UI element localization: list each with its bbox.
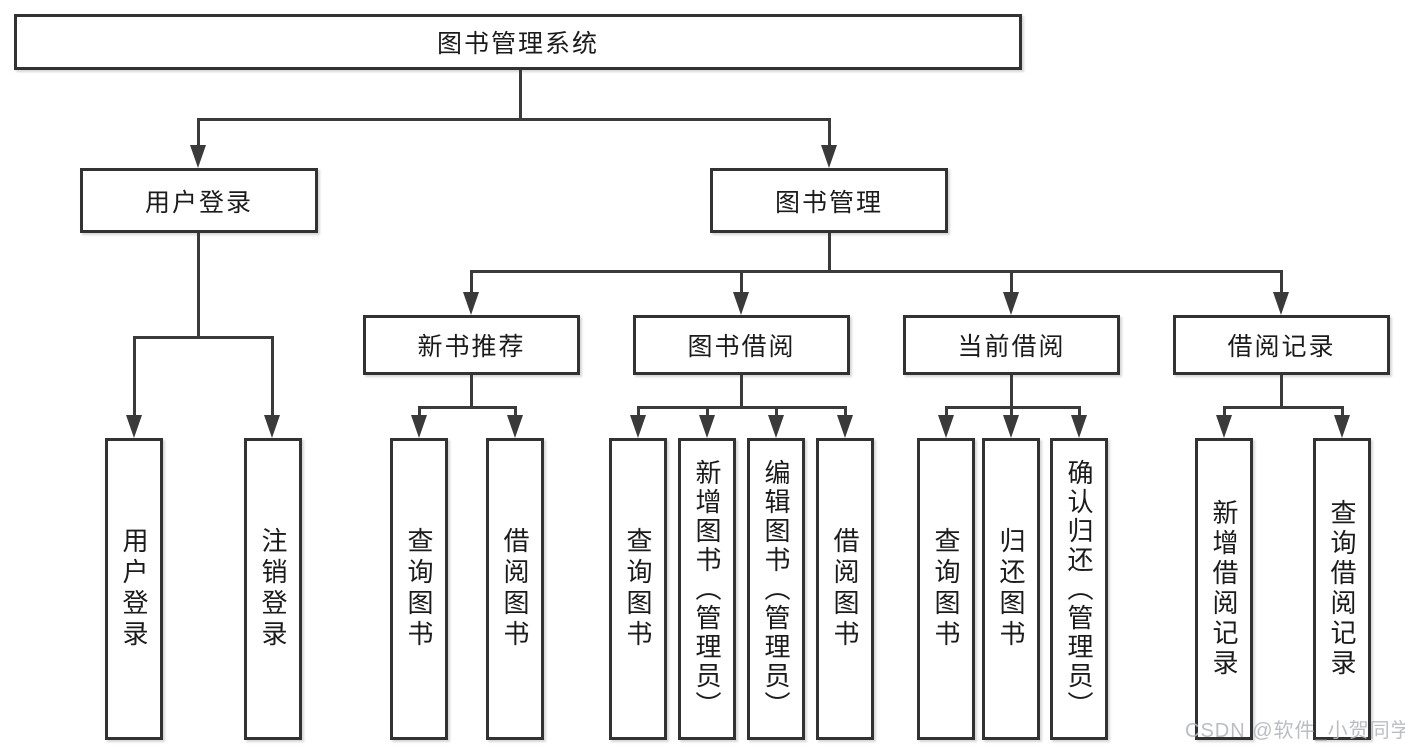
arrow-down-icon xyxy=(1003,415,1019,438)
node-root: 图书管理系统 xyxy=(14,14,1022,70)
connector-line xyxy=(1223,406,1226,416)
connector-line xyxy=(1010,270,1013,293)
arrow-down-icon xyxy=(1334,415,1350,438)
arrow-down-icon xyxy=(768,415,784,438)
connector-line xyxy=(470,375,473,406)
arrow-down-icon xyxy=(190,145,206,168)
node-new-book-recommend: 新书推荐 xyxy=(363,315,580,375)
arrow-down-icon xyxy=(507,415,523,438)
node-book-borrow: 图书借阅 xyxy=(633,315,850,375)
arrow-down-icon xyxy=(1003,292,1019,315)
connector-line xyxy=(1010,406,1013,416)
connector-line xyxy=(637,406,847,409)
connector-line xyxy=(133,336,136,416)
node-new-book-recommend-label: 新书推荐 xyxy=(417,333,526,361)
leaf-borrow-book-recommend: 借阅图书 xyxy=(486,438,544,740)
connector-line xyxy=(470,270,1282,273)
connector-line xyxy=(1010,375,1013,406)
connector-line xyxy=(945,406,1081,409)
leaf-logout: 注销登录 xyxy=(244,438,302,740)
arrow-down-icon xyxy=(126,415,142,438)
node-user-login-branch: 用户登录 xyxy=(80,168,318,233)
connector-line xyxy=(740,375,743,406)
connector-line xyxy=(828,118,831,146)
connector-line xyxy=(740,270,743,293)
connector-line xyxy=(1223,406,1344,409)
connector-line xyxy=(637,406,640,416)
node-book-borrow-label: 图书借阅 xyxy=(687,333,796,361)
arrow-down-icon xyxy=(1071,415,1087,438)
arrow-down-icon xyxy=(264,415,280,438)
leaf-add-borrow-record: 新增借阅记录 xyxy=(1195,438,1253,740)
connector-line xyxy=(844,406,847,416)
node-book-management-branch: 图书管理 xyxy=(710,168,948,233)
leaf-borrow-book: 借阅图书 xyxy=(816,438,874,740)
leaf-query-book-current: 查询图书 xyxy=(917,438,975,740)
connector-line xyxy=(470,270,473,293)
leaf-user-login: 用户登录 xyxy=(105,438,163,740)
arrow-down-icon xyxy=(463,292,479,315)
connector-line xyxy=(418,406,517,409)
arrow-down-icon xyxy=(837,415,853,438)
connector-line xyxy=(1280,270,1283,293)
arrow-down-icon xyxy=(1216,415,1232,438)
node-borrow-records: 借阅记录 xyxy=(1173,315,1390,375)
connector-line xyxy=(133,336,274,339)
node-current-borrow-label: 当前借阅 xyxy=(957,333,1066,361)
connector-line xyxy=(514,406,517,416)
arrow-down-icon xyxy=(733,292,749,315)
leaf-confirm-return-admin: 确认归还（管理员） xyxy=(1050,438,1108,740)
connector-line xyxy=(1078,406,1081,416)
watermark: CSDN @软件_小贺同学 xyxy=(1185,720,1405,742)
arrow-down-icon xyxy=(1273,292,1289,315)
connector-line xyxy=(197,233,200,336)
connector-line xyxy=(197,118,200,146)
connector-line xyxy=(271,336,274,416)
leaf-add-book-admin: 新增图书（管理员） xyxy=(678,438,736,740)
connector-line xyxy=(197,118,831,121)
arrow-down-icon xyxy=(938,415,954,438)
node-borrow-records-label: 借阅记录 xyxy=(1227,333,1336,361)
leaf-query-borrow-record: 查询借阅记录 xyxy=(1313,438,1371,740)
node-user-login-branch-label: 用户登录 xyxy=(144,188,253,217)
arrow-down-icon xyxy=(630,415,646,438)
connector-line xyxy=(945,406,948,416)
arrow-down-icon xyxy=(699,415,715,438)
connector-line xyxy=(418,406,421,416)
connector-line xyxy=(706,406,709,416)
connector-line xyxy=(828,233,831,271)
leaf-edit-book-admin: 编辑图书（管理员） xyxy=(747,438,805,740)
node-root-label: 图书管理系统 xyxy=(436,30,599,58)
leaf-return-book: 归还图书 xyxy=(982,438,1040,740)
arrow-down-icon xyxy=(411,415,427,438)
connector-line xyxy=(775,406,778,416)
connector-line xyxy=(519,70,522,119)
connector-line xyxy=(1280,375,1283,406)
node-book-management-branch-label: 图书管理 xyxy=(774,188,883,217)
arrow-down-icon xyxy=(821,145,837,168)
leaf-query-book-borrow: 查询图书 xyxy=(609,438,667,740)
node-current-borrow: 当前借阅 xyxy=(903,315,1120,375)
leaf-query-book-recommend: 查询图书 xyxy=(390,438,448,740)
connector-line xyxy=(1341,406,1344,416)
